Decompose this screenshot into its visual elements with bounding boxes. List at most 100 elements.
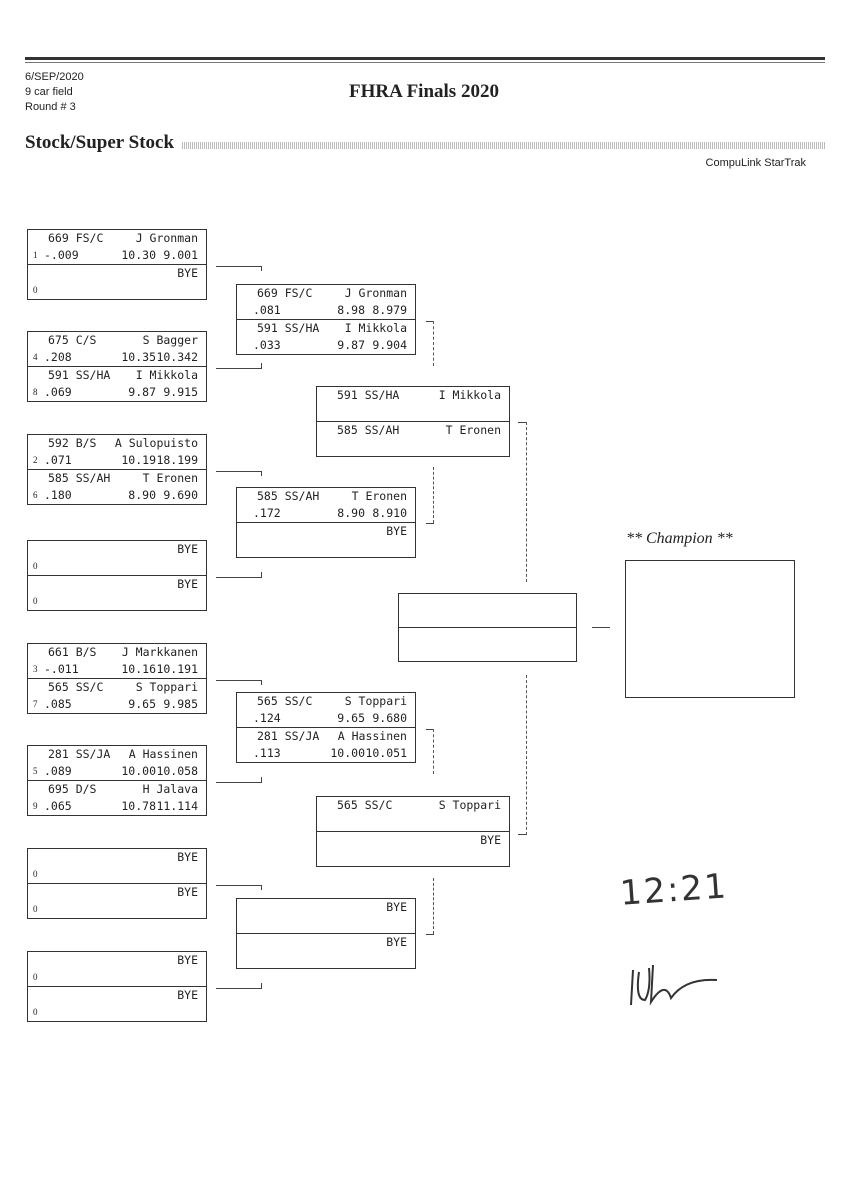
- driver-name: BYE: [177, 885, 198, 899]
- reaction-time: .081: [253, 303, 281, 317]
- reaction-time: -.011: [44, 662, 79, 676]
- car-number-class: 585 SS/AH: [337, 423, 400, 437]
- driver-name: J Markkanen: [121, 645, 198, 659]
- connector-dashed: [526, 675, 527, 835]
- connector-tick: [261, 266, 262, 271]
- slot-line-1: BYE: [28, 987, 198, 1004]
- connector-line: [216, 471, 262, 472]
- slot-line-1: [399, 628, 568, 645]
- elapsed-time: 10.19: [121, 453, 156, 467]
- connector-dashed: [526, 422, 527, 582]
- seed-number: 4: [33, 352, 38, 362]
- driver-name: BYE: [386, 524, 407, 538]
- connector-line: [426, 729, 434, 730]
- slot-line-2: 0: [28, 866, 198, 883]
- driver-name: A Hassinen: [128, 747, 198, 761]
- car-number-class: 591 SS/HA: [257, 321, 320, 335]
- top-rule: [25, 57, 825, 60]
- driver-name: BYE: [386, 935, 407, 949]
- car-number-class: 585 SS/AH: [257, 489, 320, 503]
- reaction-time: .065: [44, 799, 72, 813]
- car-number-class: 591 SS/HA: [337, 388, 400, 402]
- reaction-time: .069: [44, 385, 72, 399]
- reaction-time: .033: [253, 338, 281, 352]
- driver-name: A Hassinen: [337, 729, 407, 743]
- car-number-class: 661 B/S: [48, 645, 97, 659]
- dial-value: 10.058: [156, 764, 198, 778]
- seed-number: 0: [33, 904, 38, 914]
- dial-value: 10.051: [365, 746, 407, 760]
- elapsed-time: 8.90: [128, 488, 156, 502]
- car-number-class: 669 FS/C: [257, 286, 313, 300]
- driver-name: I Mikkola: [344, 321, 407, 335]
- racer-slot: 591 SS/HA I Mikkola: [317, 387, 509, 422]
- slot-line-2: [399, 645, 568, 662]
- connector-line: [518, 834, 526, 835]
- connector-line: [426, 523, 434, 524]
- car-number-class: 565 SS/C: [337, 798, 393, 812]
- connector-tick: [261, 363, 262, 368]
- seed-number: 0: [33, 561, 38, 571]
- slot-line-1: 661 B/S J Markkanen: [28, 644, 198, 661]
- dial-value: 9.985: [163, 697, 198, 711]
- dial-value: 9.001: [163, 248, 198, 262]
- seed-number: 0: [33, 869, 38, 879]
- dial-value: 9.690: [163, 488, 198, 502]
- connector-line: [592, 627, 610, 628]
- elapsed-time: 10.16: [121, 662, 156, 676]
- seed-number: 6: [33, 490, 38, 500]
- driver-name: S Toppari: [135, 680, 198, 694]
- slot-line-2: 0: [28, 1004, 198, 1021]
- reaction-time: .113: [253, 746, 281, 760]
- class-title: Stock/Super Stock: [25, 132, 175, 153]
- connector-dashed: [433, 878, 434, 934]
- elapsed-time: 8.90: [337, 506, 365, 520]
- connector-line: [216, 368, 262, 369]
- driver-name: S Bagger: [142, 333, 198, 347]
- driver-name: I Mikkola: [438, 388, 501, 402]
- slot-line-1: BYE: [237, 523, 407, 540]
- slot-line-1: BYE: [28, 884, 198, 901]
- champion-box: [625, 560, 795, 698]
- driver-name: H Jalava: [142, 782, 198, 796]
- slot-line-2: 0: [28, 282, 198, 299]
- slot-line-2: [237, 540, 407, 557]
- driver-name: T Eronen: [351, 489, 407, 503]
- slot-line-1: BYE: [28, 576, 198, 593]
- slot-line-2: [317, 404, 501, 421]
- slot-line-2: 0: [28, 558, 198, 575]
- connector-line: [518, 422, 526, 423]
- connector-line: [216, 266, 262, 267]
- seed-number: 2: [33, 455, 38, 465]
- seed-number: 9: [33, 801, 38, 811]
- dial-value: 10.191: [156, 662, 198, 676]
- connector-line: [216, 577, 262, 578]
- elapsed-time: 9.87: [337, 338, 365, 352]
- reaction-time: .085: [44, 697, 72, 711]
